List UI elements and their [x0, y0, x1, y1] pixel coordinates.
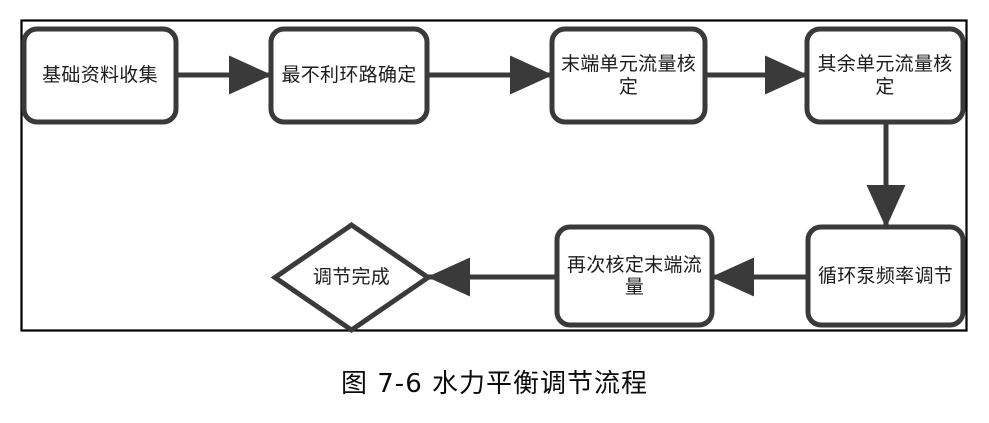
figure-caption: 图 7-6 水力平衡调节流程	[341, 369, 648, 399]
node-circulation-pump-frequency	[805, 224, 966, 328]
node-worst-loop-determination	[268, 26, 430, 125]
node-shape-group	[21, 26, 966, 334]
edge-group	[176, 55, 906, 297]
node-remaining-unit-flow-check	[804, 26, 966, 125]
node-terminal-unit-flow-check	[549, 26, 708, 125]
node-recheck-terminal-flow	[554, 224, 715, 328]
node-adjustment-complete	[270, 221, 433, 334]
node-basic-data-collection	[21, 26, 179, 125]
figure-frame	[20, 19, 968, 332]
